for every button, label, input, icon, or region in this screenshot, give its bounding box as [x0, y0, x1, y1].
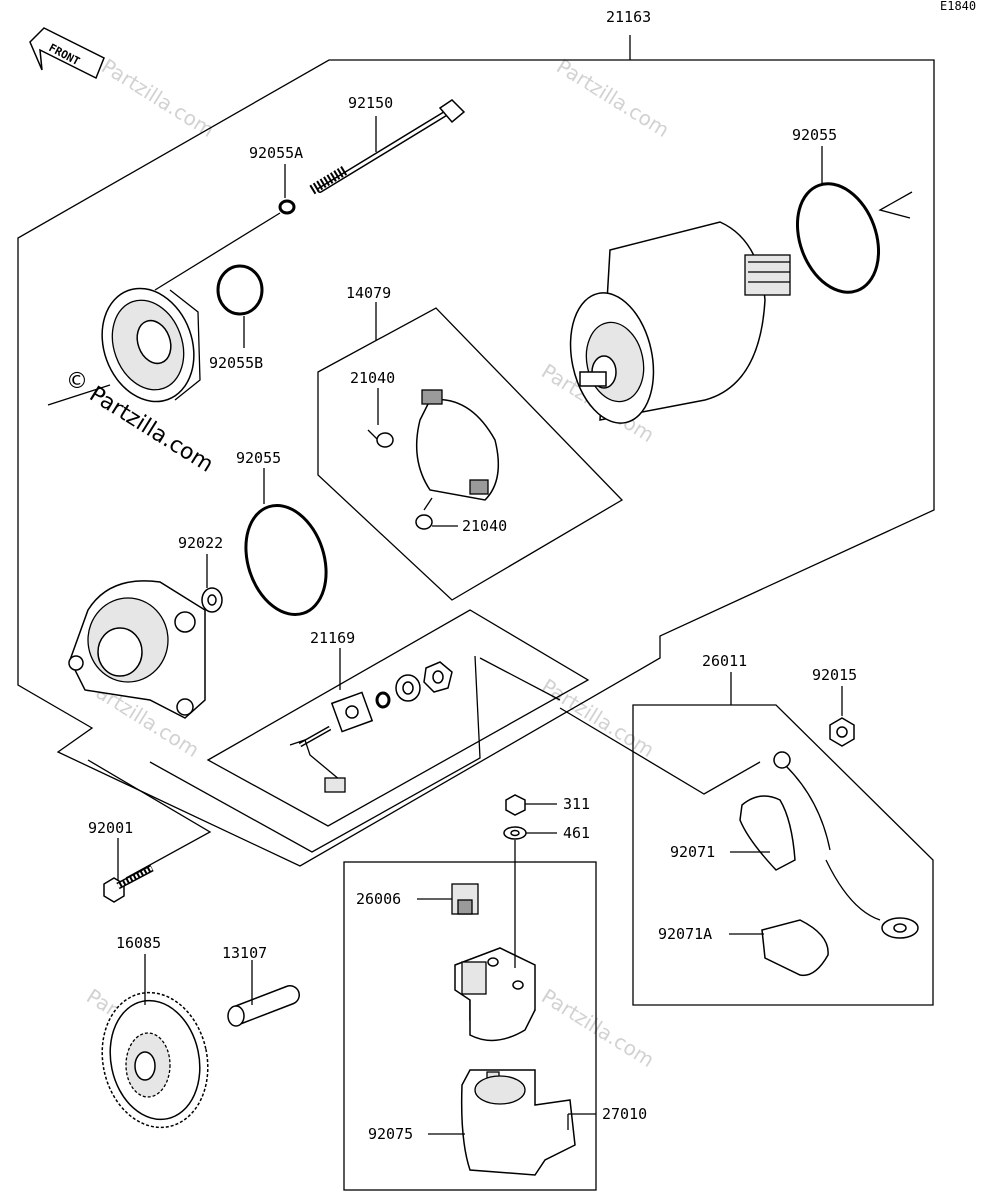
label-21169: 21169 [310, 629, 355, 647]
battery-cable-part [773, 751, 919, 939]
large-o-ring-middle-part [244, 503, 328, 617]
label-92015: 92015 [812, 666, 857, 684]
label-92055-mid: 92055 [236, 449, 281, 467]
assembly-outline-26011 [632, 704, 934, 1006]
terminal-kit-part [289, 661, 453, 793]
terminal-cap-92071a-part [761, 919, 829, 977]
front-arrow-icon: FRONT [29, 27, 105, 80]
label-13107: 13107 [222, 944, 267, 962]
small-o-ring-part [278, 199, 296, 215]
relay-cover-part [460, 1069, 576, 1176]
label-92001: 92001 [88, 819, 133, 837]
label-14079: 14079 [346, 284, 391, 302]
label-21040-a: 21040 [350, 369, 395, 387]
assembly-outline-21163 [17, 35, 935, 867]
through-bolt-part [309, 99, 466, 195]
rear-housing-part [68, 580, 206, 719]
large-o-ring-top-part [795, 182, 881, 294]
label-27010: 27010 [602, 1105, 647, 1123]
watermark-text: Partzilla.com [537, 984, 658, 1072]
label-92071: 92071 [670, 843, 715, 861]
assembly-outline-27010 [343, 861, 597, 1191]
fuse-part [451, 883, 479, 915]
armature-yoke-part [569, 221, 791, 424]
front-housing-part [47, 287, 201, 406]
watermark-group: Partzilla.com Partzilla.com Partzilla.co… [66, 54, 674, 1072]
terminal-cap-92071-part [739, 795, 796, 871]
label-21040-b: 21040 [462, 517, 507, 535]
assembly-outline-21169 [206, 609, 590, 827]
nut-311-part [505, 794, 526, 816]
label-21163: 21163 [606, 8, 651, 26]
label-92055a: 92055A [249, 144, 303, 162]
label-311: 311 [563, 795, 590, 813]
watermark-text: Partzilla.com [97, 54, 218, 142]
label-92071a: 92071A [658, 925, 712, 943]
idle-gear-part [101, 991, 209, 1129]
o-ring-92055b-part [216, 264, 264, 316]
assembly-outline-14079 [317, 307, 624, 601]
label-461: 461 [563, 824, 590, 842]
label-92055b: 92055B [209, 354, 263, 372]
label-16085: 16085 [116, 934, 161, 952]
label-92150: 92150 [348, 94, 393, 112]
gear-shaft-part [227, 985, 300, 1027]
mounting-bolt-part [103, 864, 154, 903]
starter-relay-part [454, 947, 536, 1042]
label-26011: 26011 [702, 652, 747, 670]
watermark-text: Partzilla.com [552, 54, 673, 142]
label-92055-top: 92055 [792, 126, 837, 144]
diagram-code: E1840 [940, 0, 976, 13]
label-92022: 92022 [178, 534, 223, 552]
copyright-icon: © [66, 369, 88, 394]
leader-lines [117, 116, 843, 1135]
label-92075: 92075 [368, 1125, 413, 1143]
brush-plate-part [367, 389, 500, 530]
label-26006: 26006 [356, 890, 401, 908]
